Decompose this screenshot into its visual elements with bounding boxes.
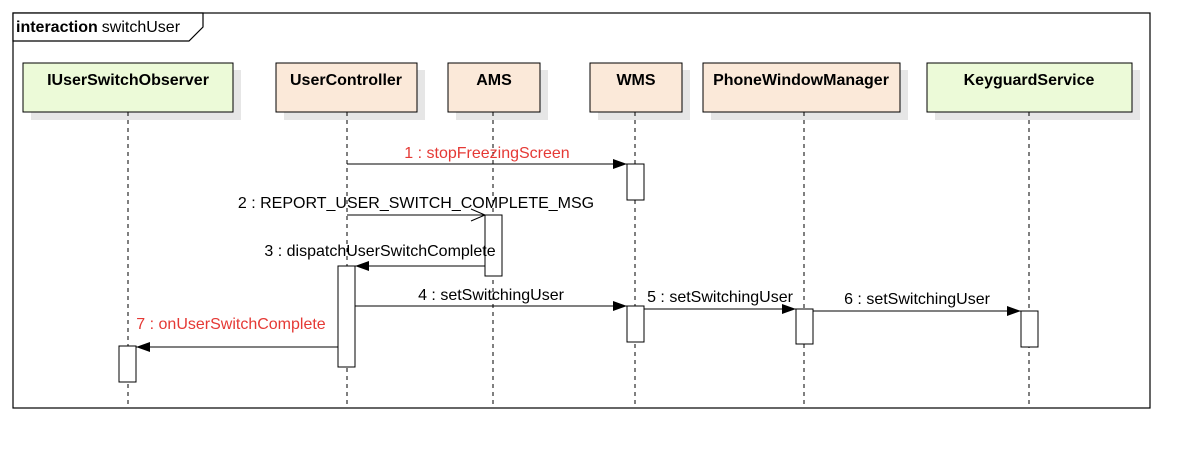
lifeline-usercontroller: UserController <box>275 62 425 408</box>
message-arrow-head-filled <box>782 304 796 314</box>
message-label: 3 : dispatchUserSwitchComplete <box>264 243 495 260</box>
activation-bar-wms-2 <box>626 305 645 343</box>
message-arrow-head-open <box>470 208 487 222</box>
message-label: 5 : setSwitchingUser <box>647 289 794 306</box>
activation-bar-usercontroller <box>337 265 356 368</box>
message-arrow-head-filled <box>1007 306 1021 316</box>
lifeline-head <box>275 62 418 113</box>
activation-bar-ams <box>484 214 503 277</box>
lifeline-label: KeyguardService <box>964 72 1095 89</box>
lifeline-ams: AMS <box>447 62 548 408</box>
frame-title-tab <box>12 12 204 42</box>
message-label: 4 : setSwitchingUser <box>418 287 565 304</box>
message-4: 4 : setSwitchingUser <box>355 287 627 311</box>
message-arrow-head-filled <box>355 261 369 271</box>
lifeline-head <box>589 62 683 113</box>
frame-keyword: interaction <box>16 19 98 36</box>
message-7: 7 : onUserSwitchComplete <box>136 316 338 352</box>
lifeline-pwm: PhoneWindowManager <box>702 62 908 408</box>
activation-bar-pwm <box>795 308 814 345</box>
lifeline-head <box>926 62 1133 113</box>
message-label: 7 : onUserSwitchComplete <box>136 316 326 333</box>
activation-bar-observer <box>118 345 137 383</box>
message-3: 3 : dispatchUserSwitchComplete <box>264 243 496 271</box>
frame-name: switchUser <box>102 19 181 36</box>
activation-bar-wms-1 <box>626 163 645 201</box>
message-label: 2 : REPORT_USER_SWITCH_COMPLETE_MSG <box>238 195 594 212</box>
lifeline-label: WMS <box>616 72 655 89</box>
lifeline-head <box>702 62 901 113</box>
lifeline-label: AMS <box>476 72 512 89</box>
interaction-frame <box>12 12 1151 409</box>
lifeline-label: PhoneWindowManager <box>713 72 889 89</box>
message-6: 6 : setSwitchingUser <box>813 291 1021 316</box>
message-label: 1 : stopFreezingScreen <box>404 145 569 162</box>
message-5: 5 : setSwitchingUser <box>644 289 796 314</box>
message-1: 1 : stopFreezingScreen <box>347 145 627 169</box>
lifeline-label: UserController <box>290 72 402 89</box>
message-arrow-head-filled <box>136 342 150 352</box>
lifeline-head <box>447 62 541 113</box>
lifeline-observer: IUserSwitchObserver <box>22 62 241 408</box>
lifeline-label: IUserSwitchObserver <box>47 72 209 89</box>
message-label: 6 : setSwitchingUser <box>844 291 991 308</box>
message-arrow-head-filled <box>613 301 627 311</box>
lifeline-head <box>22 62 234 113</box>
lifeline-wms: WMS <box>589 62 690 408</box>
activation-bar-keyguard <box>1020 310 1039 348</box>
lifeline-keyguard: KeyguardService <box>926 62 1140 408</box>
message-arrow-head-filled <box>613 159 627 169</box>
message-2: 2 : REPORT_USER_SWITCH_COMPLETE_MSG <box>238 195 594 222</box>
